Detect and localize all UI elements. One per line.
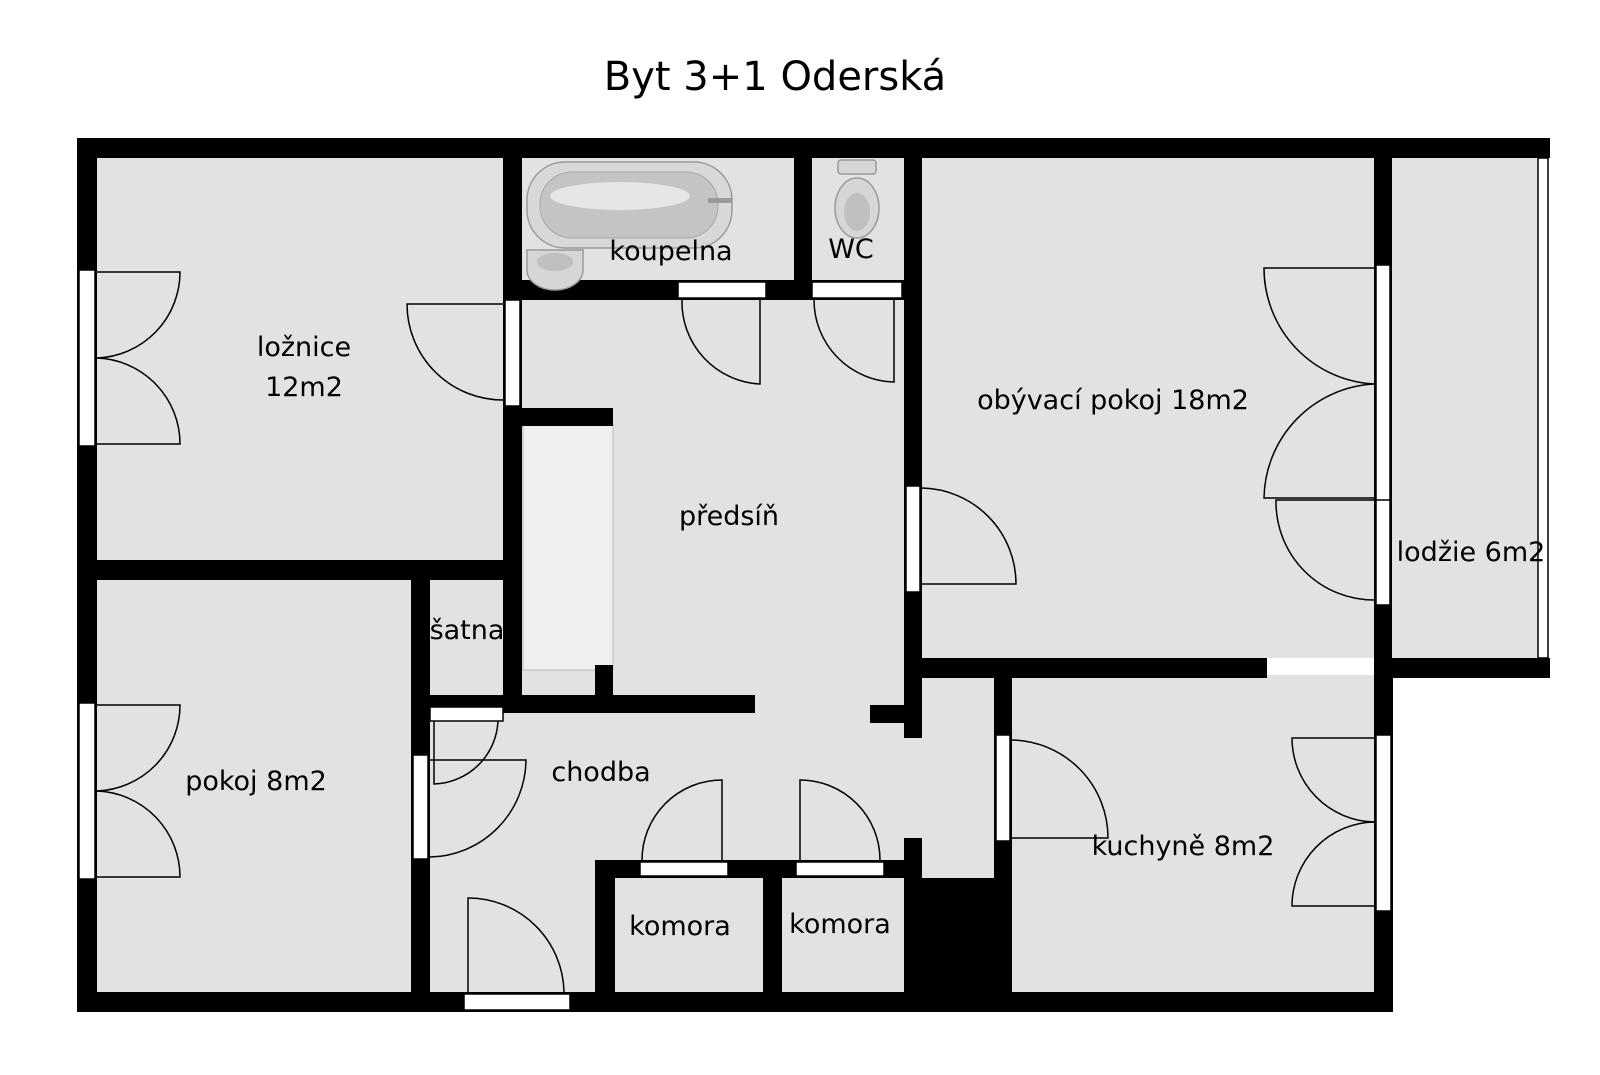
label-satna: šatna [430, 615, 505, 646]
swing-kuchyne-window-bottom [1291, 821, 1375, 907]
shaft [922, 878, 994, 992]
swing-door-obyvaci [921, 487, 1017, 585]
wall-wardrobe-end [595, 665, 613, 713]
door-gap-wc [811, 281, 903, 299]
label-chodba: chodba [551, 757, 650, 788]
floor-pokoj [97, 580, 411, 992]
window-kuchyne [1375, 734, 1392, 912]
wall-left [77, 138, 97, 1012]
label-komora-2: komora [789, 909, 891, 940]
label-loznice: ložnice [257, 332, 351, 363]
door-gap-kuchyne [995, 734, 1011, 842]
label-obyvaci-pokoj: obývací pokoj 18m2 [977, 385, 1249, 416]
door-gap-loznice [504, 299, 521, 407]
label-pokoj: pokoj 8m2 [185, 766, 327, 797]
swing-door-kuchyne [1011, 739, 1109, 839]
floor-kuchyne [1012, 675, 1374, 992]
swing-door-lodzie-3 [1275, 499, 1375, 601]
bathtub-icon [526, 161, 733, 249]
swing-pokoj-window-top [96, 704, 181, 792]
room-labels: ložnice 12m2 koupelna WC obývací pokoj 1… [185, 234, 1545, 942]
label-lodzie: lodžie 6m2 [1397, 537, 1546, 568]
door-gap-obyvaci [905, 485, 921, 593]
windows [78, 157, 1549, 912]
window-lodzie [1537, 157, 1549, 659]
sink-icon [526, 249, 584, 291]
toilet-icon [834, 159, 880, 239]
wall-predsin-bottom-left [430, 695, 755, 713]
wall-bottom [77, 992, 1393, 1012]
swing-door-lodzie-1 [1263, 267, 1375, 385]
wall-top [77, 138, 1550, 158]
wall-komora-left [595, 860, 615, 1012]
door-openings [412, 281, 1011, 1011]
swing-door-pokoj [429, 759, 527, 858]
wall-komora-middle [763, 860, 782, 1012]
swing-door-komora-2 [799, 779, 881, 861]
swing-door-wc [813, 299, 895, 383]
floor-loznice [97, 158, 503, 560]
swing-door-loznice [406, 303, 504, 401]
wall-komora-right [904, 838, 922, 1012]
door-swings [96, 267, 1375, 993]
swing-door-lodzie-2 [1263, 383, 1375, 499]
label-kuchyne: kuchyně 8m2 [1092, 831, 1275, 862]
wall-living-bottom [922, 658, 1267, 678]
door-gap-komora-2 [795, 861, 885, 877]
door-gap-pokoj [412, 754, 429, 860]
room-floors [97, 158, 1542, 992]
wall-kitchen-left [994, 678, 1012, 1012]
swing-loznice-window-top [96, 271, 181, 359]
wall-lodzie-bottom [1374, 658, 1550, 678]
swing-door-koupelna [681, 299, 761, 385]
wall-bath-wc [794, 138, 812, 300]
wall-wardrobe-top [503, 408, 613, 426]
swing-loznice-window-bottom [96, 357, 181, 445]
label-wc: WC [828, 234, 874, 265]
floor-komora-2 [782, 878, 904, 992]
label-loznice-area: 12m2 [265, 372, 343, 403]
label-koupelna: koupelna [609, 236, 732, 267]
label-komora-1: komora [629, 911, 731, 942]
wall-loznice-bottom [97, 560, 522, 580]
built-in-wardrobe [522, 424, 614, 671]
swing-door-komora-1 [641, 779, 723, 861]
floor-komora-1 [615, 878, 763, 992]
floor-obyvaci-pokoj [922, 158, 1374, 658]
door-gap-entrance [463, 993, 571, 1011]
window-pokoj [78, 702, 96, 880]
swing-door-entrance [467, 897, 565, 993]
plan-title: Byt 3+1 Oderská [604, 54, 946, 100]
swing-kuchyne-window-top [1291, 737, 1375, 823]
window-loznice [78, 269, 96, 447]
door-lodzie-opening [1375, 264, 1391, 606]
door-gap-koupelna [677, 281, 767, 299]
wall-predsin-bottom-right [870, 705, 922, 723]
swing-pokoj-window-bottom [96, 790, 181, 878]
swing-door-satna [433, 720, 499, 785]
floor-lodzie [1392, 158, 1542, 658]
label-predsin: předsíň [679, 501, 779, 532]
door-gap-komora-1 [639, 861, 729, 877]
wall-living-left [904, 138, 922, 738]
floor-satna [430, 580, 503, 698]
door-gap-satna [429, 706, 504, 722]
